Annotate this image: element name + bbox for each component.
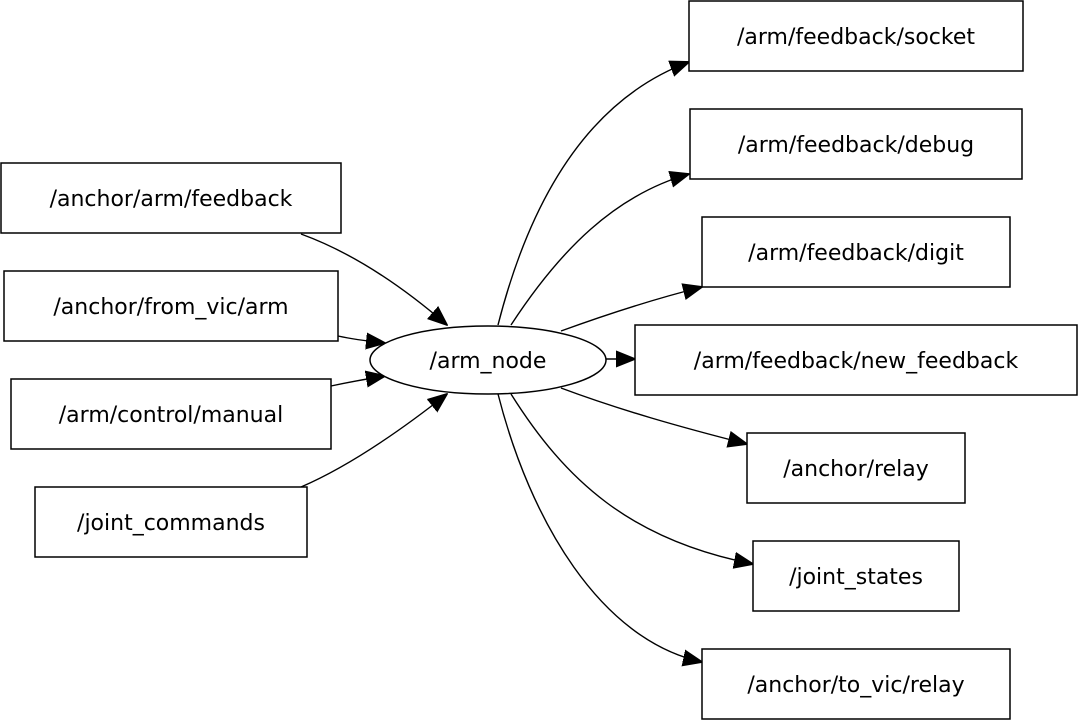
edge-joint-commands-to-arm-node bbox=[300, 394, 447, 488]
input-topic-node: /arm/control/manual bbox=[10, 378, 332, 450]
input-topic-node: /anchor/from_vic/arm bbox=[3, 270, 339, 342]
center-node: /arm_node bbox=[369, 325, 607, 395]
input-topic-node: /anchor/arm/feedback bbox=[0, 162, 342, 234]
node-label: /arm/feedback/digit bbox=[748, 241, 964, 266]
input-topic-node: /joint_commands bbox=[34, 486, 308, 558]
node-label: /anchor/relay bbox=[783, 457, 929, 482]
edge-arm-node-to-arm-feedback-digit bbox=[560, 287, 702, 332]
center-node-label: /arm_node bbox=[430, 349, 547, 374]
node-label: /arm/feedback/debug bbox=[738, 133, 974, 158]
edges bbox=[300, 62, 753, 662]
edge-arm-node-to-arm-feedback-socket bbox=[497, 62, 689, 326]
output-topic-node: /joint_states bbox=[752, 540, 960, 612]
output-topic-node: /anchor/relay bbox=[746, 432, 966, 504]
output-topic-node: /arm/feedback/new_feedback bbox=[634, 324, 1078, 396]
edge-arm-node-to-joint-states bbox=[510, 393, 753, 564]
output-topic-node: /arm/feedback/debug bbox=[689, 108, 1023, 180]
output-topic-node: /arm/feedback/socket bbox=[688, 0, 1024, 72]
edge-arm-node-to-anchor-to-vic-relay bbox=[497, 393, 702, 662]
edge-anchor-arm-feedback-to-arm-node bbox=[300, 233, 447, 325]
edge-anchor-from-vic-arm-to-arm-node bbox=[337, 336, 385, 343]
edge-arm-control-manual-to-arm-node bbox=[330, 376, 385, 386]
node-label: /anchor/from_vic/arm bbox=[53, 295, 288, 320]
node-label: /anchor/to_vic/relay bbox=[747, 673, 964, 698]
edge-arm-node-to-arm-feedback-debug bbox=[510, 174, 689, 326]
node-label: /arm/feedback/new_feedback bbox=[694, 349, 1019, 374]
edge-arm-node-to-anchor-relay bbox=[560, 387, 747, 444]
node-label: /joint_states bbox=[789, 565, 923, 590]
node-label: /arm/feedback/socket bbox=[737, 25, 975, 50]
node-label: /arm/control/manual bbox=[59, 403, 283, 428]
node-label: /anchor/arm/feedback bbox=[50, 187, 293, 212]
output-topic-node: /anchor/to_vic/relay bbox=[701, 648, 1011, 720]
output-topic-node: /arm/feedback/digit bbox=[701, 216, 1011, 288]
node-label: /joint_commands bbox=[77, 511, 265, 536]
